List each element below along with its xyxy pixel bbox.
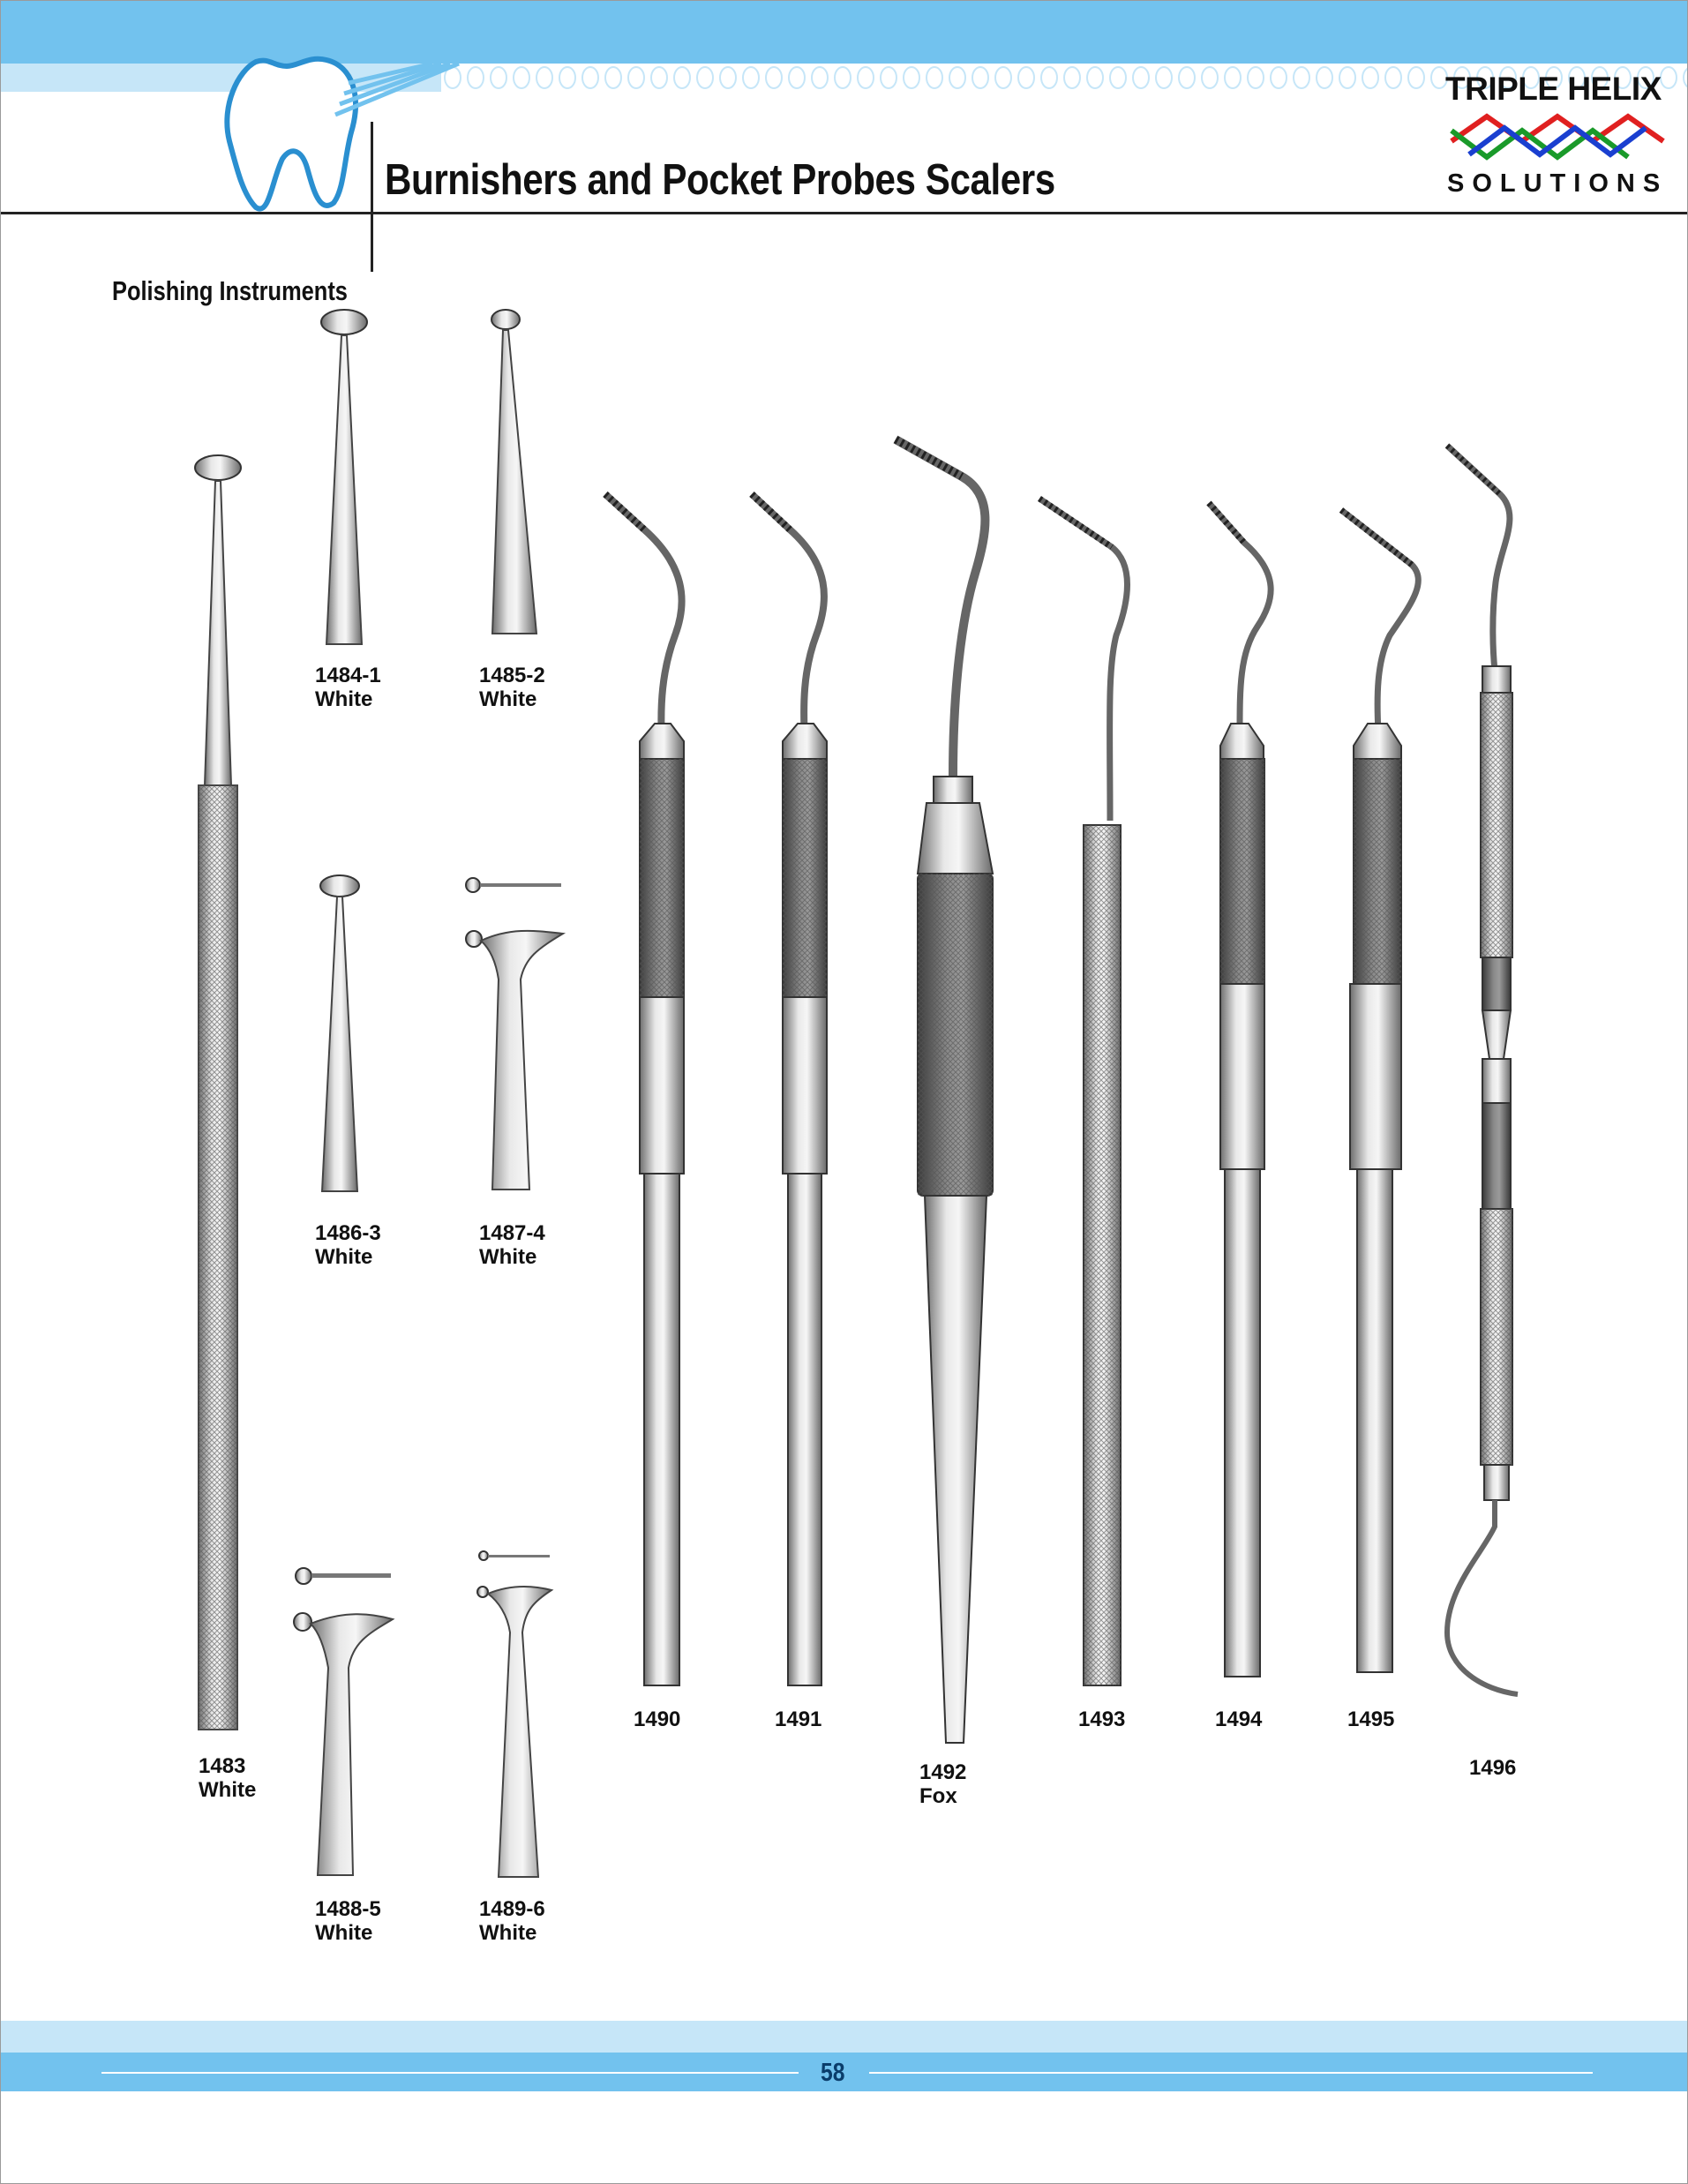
top-accent-band bbox=[0, 0, 1688, 64]
instrument-1484-1-illustration bbox=[320, 309, 368, 645]
instrument-1490-illustration bbox=[603, 492, 686, 1686]
page-title: Burnishers and Pocket Probes Scalers bbox=[385, 156, 1055, 204]
header-divider bbox=[371, 122, 373, 272]
helix-logo-icon bbox=[1450, 113, 1665, 161]
instrument-1487-4-illustration bbox=[465, 877, 566, 1190]
instrument-1486-3-illustration bbox=[319, 874, 360, 1192]
section-title: Polishing Instruments bbox=[112, 275, 348, 306]
label-1496: 1496 bbox=[1469, 1756, 1517, 1780]
page-number-tab bbox=[799, 2056, 869, 2091]
instrument-1489-6-illustration bbox=[476, 1550, 554, 1878]
instrument-1485-2-illustration bbox=[491, 309, 538, 634]
label-1495: 1495 bbox=[1347, 1707, 1395, 1731]
instrument-1491-illustration bbox=[749, 492, 828, 1686]
instrument-1494-illustration bbox=[1206, 500, 1274, 1677]
header-rule bbox=[0, 212, 1688, 214]
label-1494: 1494 bbox=[1215, 1707, 1263, 1731]
instrument-1495-illustration bbox=[1339, 507, 1422, 1673]
instrument-1483-illustration bbox=[194, 454, 242, 1730]
brand-name: TRIPLE HELIX bbox=[1445, 71, 1662, 107]
instrument-1492-illustration bbox=[893, 435, 994, 1744]
brand-tagline: SOLUTIONS bbox=[1447, 169, 1669, 198]
bottom-loop-pattern bbox=[441, 2023, 1688, 2051]
instrument-1488-5-illustration bbox=[293, 1567, 395, 1876]
label-1490: 1490 bbox=[634, 1707, 681, 1731]
label-1493: 1493 bbox=[1078, 1707, 1126, 1731]
instrument-1493-illustration bbox=[1038, 496, 1130, 1686]
label-1491: 1491 bbox=[775, 1707, 822, 1731]
page-number: 58 bbox=[821, 2059, 845, 2087]
instrument-1496-illustration bbox=[1444, 443, 1519, 1697]
top-loop-pattern bbox=[441, 64, 1688, 92]
tooth-logo-icon bbox=[224, 56, 460, 212]
